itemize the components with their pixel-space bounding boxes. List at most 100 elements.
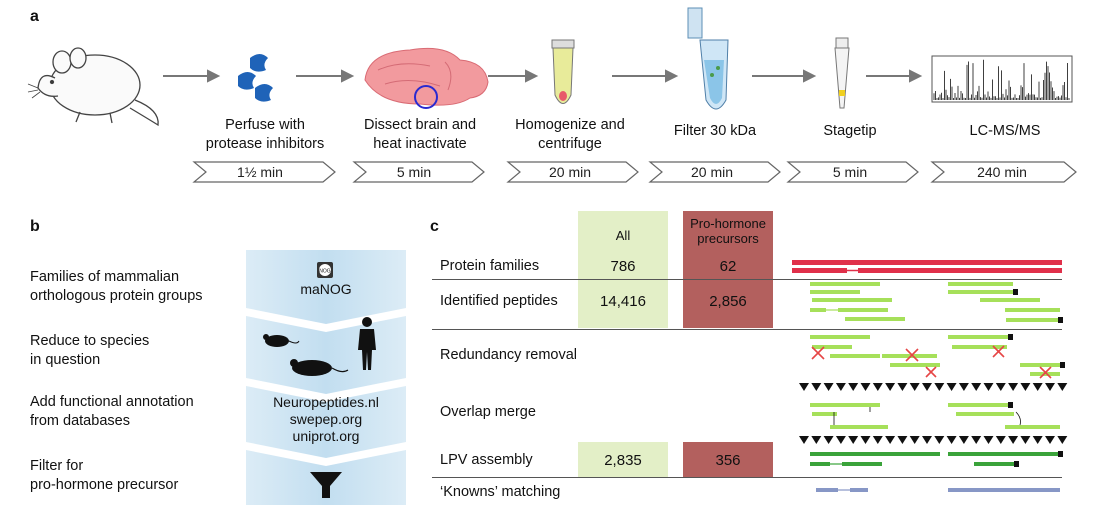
separator-triangle	[909, 436, 920, 444]
identified-peptide-bars	[810, 282, 1063, 323]
separator-triangle	[1045, 436, 1055, 444]
mouse-illustration	[27, 47, 159, 127]
separator-triangle	[958, 436, 969, 444]
row-label-knowns-matching: ‘Knowns’ matching	[440, 484, 561, 500]
separator-triangle	[885, 436, 896, 444]
col-pro-lpv-bg	[683, 442, 773, 477]
protease-inhibitor-icon	[238, 54, 273, 102]
col-all-header-bg	[578, 211, 668, 328]
separator-triangle	[922, 436, 932, 444]
step-label-stagetip: Stagetip	[823, 123, 877, 139]
separator-triangle	[983, 383, 994, 391]
panel-b-funnel: NOG	[246, 250, 406, 505]
panel-a-graphics: 1½ min 5 min 20 min 20 min 5 min 240 min	[27, 7, 1077, 183]
knowns-matching-bars	[816, 488, 1060, 492]
separator-triangle	[958, 383, 969, 391]
row-label-identified-peptides: Identified peptides	[440, 293, 558, 309]
species-silhouettes	[263, 317, 376, 376]
separator-triangle	[1057, 436, 1068, 444]
separator-triangle	[897, 436, 908, 444]
separator-triangle	[872, 383, 883, 391]
separator-triangle	[946, 436, 957, 444]
separator-triangle	[983, 436, 994, 444]
time-chevron-1	[192, 161, 336, 183]
database-swepep: swepep.org	[289, 411, 363, 427]
separator-triangle	[1008, 436, 1019, 444]
stagetip-icon	[834, 37, 850, 109]
protein-family-bars	[792, 260, 1062, 273]
col-all-lpv-bg	[578, 442, 668, 477]
time-label-1: 1½ min	[237, 164, 283, 180]
value-pro-protein-families: 62	[719, 258, 737, 275]
separator-triangles-2	[799, 436, 1068, 444]
overlap-merge-bars	[810, 402, 1060, 429]
separator-triangle	[1032, 436, 1043, 444]
separator-triangle	[799, 436, 809, 444]
separator-triangle	[995, 436, 1006, 444]
separator-triangle	[835, 436, 846, 444]
b-step-reduce: Reduce to species in question	[30, 333, 150, 368]
overlap-merge-arrows	[833, 407, 1021, 426]
separator-triangle	[823, 436, 834, 444]
time-chevron-4	[648, 161, 781, 183]
separator-triangle	[811, 436, 822, 444]
separator-triangle	[922, 383, 932, 391]
step-label-dissect: Dissect brain and heat inactivate	[363, 117, 477, 152]
row-label-protein-families: Protein families	[440, 258, 540, 274]
step-label-perfuse: Perfuse with protease inhibitors	[205, 117, 325, 152]
panel-c-letter: c	[430, 218, 439, 235]
separator-triangle	[811, 383, 822, 391]
process-arrows	[163, 69, 923, 83]
col-pro-header: Pro-hormone precursors	[690, 216, 766, 246]
separator-triangle	[995, 383, 1006, 391]
database-uniprot: uniprot.org	[292, 428, 360, 444]
separator-triangle	[1045, 383, 1055, 391]
row-label-overlap-merge: Overlap merge	[440, 404, 536, 420]
separator-triangle	[1020, 436, 1031, 444]
separator-triangle	[934, 383, 945, 391]
separator-triangle	[946, 383, 957, 391]
separator-triangles-1	[799, 383, 1068, 391]
nog-label: maNOG	[300, 281, 352, 297]
time-chevron-6	[930, 161, 1077, 183]
row-divider-3	[432, 477, 1062, 478]
value-all-protein-families: 786	[610, 258, 636, 275]
separator-triangle	[835, 383, 846, 391]
time-label-2: 5 min	[397, 164, 431, 180]
panel-a-letter: a	[30, 8, 39, 25]
time-label-6: 240 min	[977, 164, 1027, 180]
filter-device-icon	[687, 7, 729, 110]
row-label-lpv-assembly: LPV assembly	[440, 452, 533, 468]
value-pro-lpv-assembly: 356	[715, 452, 741, 469]
row-divider-2	[432, 329, 1062, 330]
time-label-4: 20 min	[691, 164, 733, 180]
separator-triangle	[897, 383, 908, 391]
separator-triangle	[1032, 383, 1043, 391]
separator-triangle	[1008, 383, 1019, 391]
lc-ms-spectrum	[931, 55, 1073, 103]
value-all-identified-peptides: 14,416	[600, 293, 646, 310]
separator-triangle	[872, 436, 883, 444]
brain-illustration	[364, 47, 489, 109]
funnel-icon	[310, 472, 342, 498]
separator-triangle	[909, 383, 920, 391]
separator-triangle	[885, 383, 896, 391]
panel-b-letter: b	[30, 218, 40, 235]
centrifuge-tube-icon	[551, 39, 575, 104]
separator-triangle	[971, 383, 982, 391]
step-label-homogenize: Homogenize and centrifuge	[515, 117, 625, 152]
b-step-filter: Filter for pro-hormone precursor	[30, 458, 179, 493]
row-label-redundancy-removal: Redundancy removal	[440, 347, 578, 363]
time-label-5: 5 min	[833, 164, 867, 180]
step-label-lcms: LC-MS/MS	[969, 123, 1041, 139]
time-chevrons	[192, 161, 1077, 183]
value-all-lpv-assembly: 2,835	[604, 452, 642, 469]
step-label-filter: Filter 30 kDa	[673, 123, 757, 139]
redundancy-removal-bars	[810, 334, 1065, 376]
b-step-annotation: Add functional annotation from databases	[30, 394, 194, 429]
separator-triangle	[971, 436, 982, 444]
separator-triangle	[934, 436, 945, 444]
database-neuropeptides: Neuropeptides.nl	[273, 394, 379, 410]
separator-triangle	[1020, 383, 1031, 391]
time-label-3: 20 min	[549, 164, 591, 180]
